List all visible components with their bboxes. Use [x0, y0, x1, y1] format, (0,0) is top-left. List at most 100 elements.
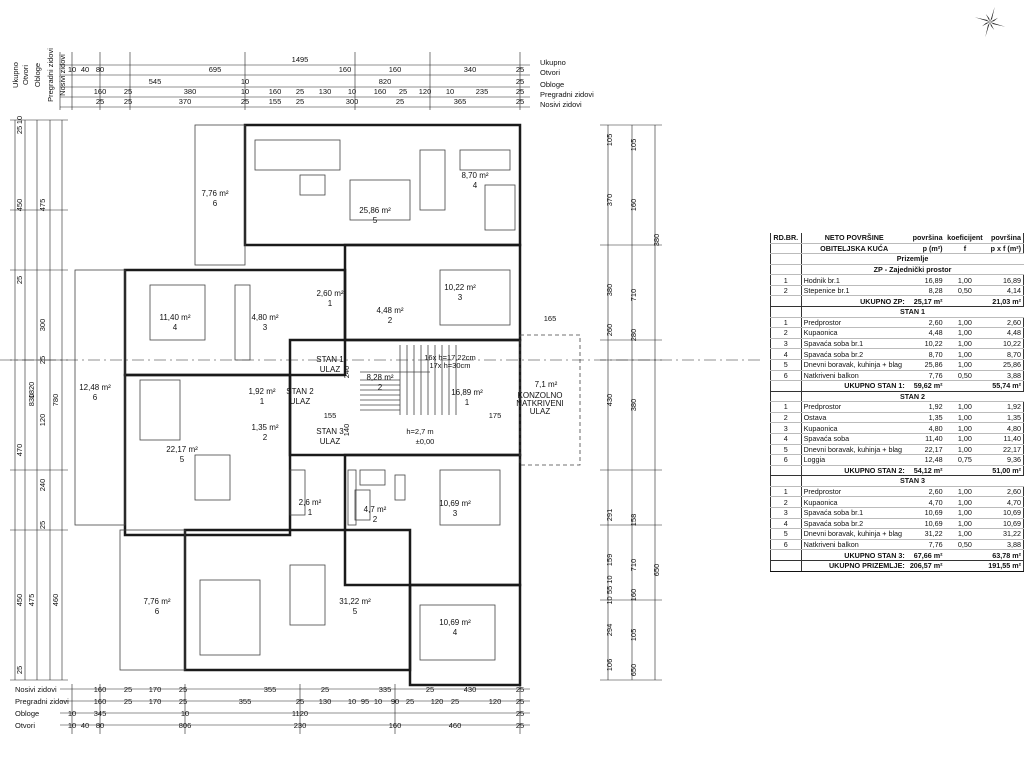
- room-number-label: 4: [453, 628, 458, 637]
- subtotal-weighted: 21,03 m²: [985, 295, 1024, 308]
- furniture: [199, 579, 261, 656]
- right-dim-value: 380: [629, 399, 638, 412]
- row-name: Predprostor: [801, 401, 907, 413]
- top-dim-value: 120: [419, 87, 432, 96]
- left-dim-row-label: Obloge: [33, 63, 42, 87]
- right-dim-value: 280: [629, 329, 638, 342]
- left-dim-value: 475: [38, 199, 47, 212]
- furniture: [439, 469, 501, 526]
- bottom-dim-value: 25: [179, 685, 187, 694]
- bottom-dim-value: 95: [361, 697, 369, 706]
- room-number-label: 1: [260, 397, 265, 406]
- row-area: 4,48: [906, 327, 945, 339]
- row-number: 1: [770, 317, 802, 329]
- top-dim-value: 235: [476, 87, 489, 96]
- room-area-label: 7,1 m²: [535, 380, 558, 389]
- right-dim-value: 106: [605, 659, 614, 672]
- wall-apt3-bedroom1: [343, 453, 522, 587]
- top-dim-value: 155: [269, 97, 282, 106]
- group-title: STAN 1: [801, 306, 1024, 318]
- subtotal-area: 67,66 m²: [906, 549, 945, 561]
- left-dim-total: 1820: [27, 382, 36, 399]
- bottom-dim-value: 40: [81, 721, 89, 730]
- row-area: 8,28: [906, 285, 945, 297]
- row-number: 6: [770, 454, 802, 466]
- room-number-label: 2: [388, 316, 393, 325]
- row-area: 2,60: [906, 486, 945, 498]
- row-weighted: 4,48: [985, 327, 1024, 339]
- left-dim-row-label: Otvori: [21, 65, 30, 85]
- row-area: 4,80: [906, 422, 945, 434]
- blank: [770, 253, 802, 265]
- top-dim-row-label: Obloge: [540, 80, 564, 89]
- right-dim-value: 430: [605, 394, 614, 407]
- bottom-dim-row-label: Obloge: [15, 709, 39, 718]
- row-number: 5: [770, 444, 802, 456]
- row-coef: 0,75: [944, 454, 986, 466]
- room-number-label: 6: [155, 607, 160, 616]
- bottom-dim-value: 25: [124, 697, 132, 706]
- bottom-dim-value: 170: [149, 685, 162, 694]
- top-dim-value: 695: [209, 65, 222, 74]
- bottom-dim-value: 25: [124, 685, 132, 694]
- left-dim-value: 475: [27, 594, 36, 607]
- group-title: ZP - Zajednički prostor: [801, 263, 1024, 276]
- row-number: 3: [770, 338, 802, 350]
- blank: [770, 295, 802, 308]
- top-dim-value: 160: [339, 65, 352, 74]
- row-weighted: 4,14: [985, 285, 1024, 297]
- col-name-header: NETO POVRŠINE: [801, 233, 907, 244]
- furniture: [359, 469, 386, 486]
- col-rd-header: RD.BR.: [770, 233, 802, 244]
- total-weighted: 191,55 m²: [985, 560, 1024, 572]
- row-number: 6: [770, 370, 802, 382]
- bottom-dim-value: 120: [489, 697, 502, 706]
- furniture: [234, 284, 251, 361]
- furniture: [459, 149, 511, 171]
- furniture: [149, 284, 206, 341]
- top-dim-value: 10: [348, 87, 356, 96]
- furniture: [439, 269, 511, 326]
- blank: [944, 295, 986, 308]
- room-area-label: 31,22 m²: [339, 597, 371, 606]
- left-dim-value: 780: [51, 394, 60, 407]
- row-coef: 1,00: [944, 433, 986, 445]
- row-name: Kupaonica: [801, 422, 907, 434]
- room-number-label: 1: [308, 508, 313, 517]
- furniture: [289, 564, 326, 626]
- top-dim-row-label: Nosivi zidovi: [540, 100, 582, 109]
- row-name: Predprostor: [801, 486, 907, 498]
- row-number: 1: [770, 274, 802, 286]
- room-number-label: 5: [353, 607, 358, 616]
- bottom-dim-value: 25: [451, 697, 459, 706]
- top-dim-value: 10: [446, 87, 454, 96]
- apt-label-stan3: STAN 3: [316, 427, 344, 436]
- top-dim-value: 160: [389, 65, 402, 74]
- row-name: Natkriveni balkon: [801, 539, 907, 551]
- unit-f: f: [944, 243, 986, 255]
- top-dim-value: 300: [346, 97, 359, 106]
- interior-dim: 165: [544, 314, 557, 323]
- room-number-label: 3: [453, 509, 458, 518]
- top-dim-value: 365: [454, 97, 467, 106]
- row-coef: 1,00: [944, 496, 986, 509]
- room-area-label: 10,22 m²: [444, 283, 476, 292]
- row-coef: 1,00: [944, 327, 986, 339]
- row-number: 1: [770, 486, 802, 498]
- right-dim-value: 105: [629, 629, 638, 642]
- apt-label-stan2: STAN 2: [286, 387, 314, 396]
- row-number: 5: [770, 359, 802, 371]
- blank: [944, 549, 986, 561]
- row-number: 1: [770, 401, 802, 413]
- row-weighted: 16,89: [985, 274, 1024, 286]
- room-number-label: 4: [473, 181, 478, 190]
- row-area: 10,69: [906, 518, 945, 530]
- wall-apt3-bedroom2: [408, 583, 522, 687]
- top-dim-value: 340: [464, 65, 477, 74]
- row-number: 4: [770, 433, 802, 445]
